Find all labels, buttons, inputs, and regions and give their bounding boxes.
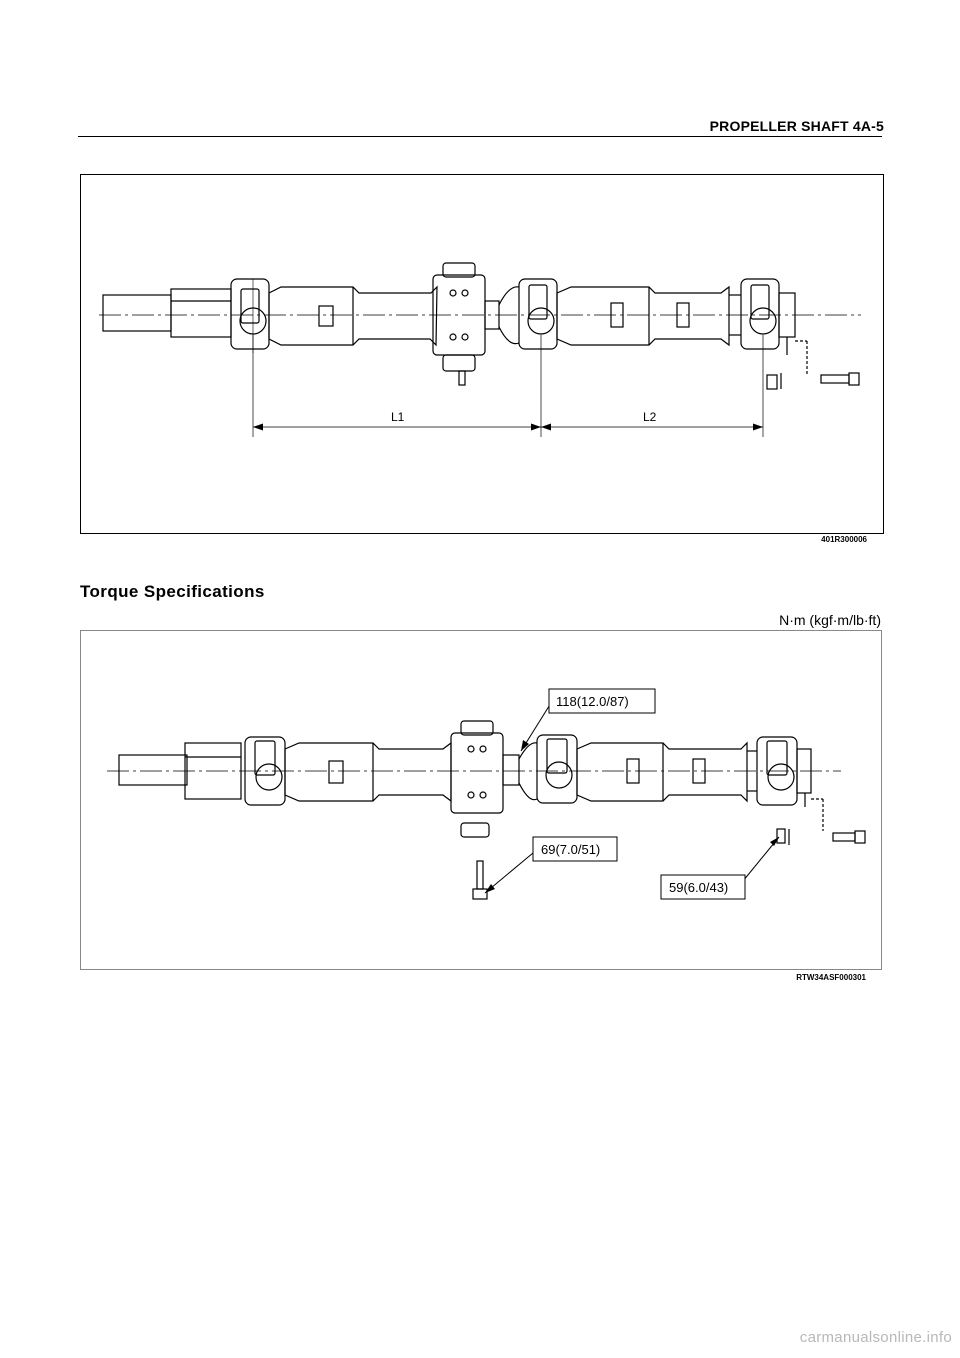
header-rule	[78, 136, 882, 137]
page-header: PROPELLER SHAFT 4A-5	[709, 118, 884, 134]
propeller-shaft-length-diagram: L1 L2	[80, 174, 884, 534]
figure2-code: RTW34ASF000301	[796, 973, 866, 982]
callout-bearing-bolt-torque: 69(7.0/51)	[541, 842, 600, 857]
watermark: carmanualsonline.info	[799, 1329, 952, 1346]
figure1-code: 401R300006	[821, 535, 867, 544]
section-title: Torque Specifications	[80, 582, 265, 601]
callout-rear-flange-torque: 59(6.0/43)	[669, 880, 728, 895]
dimension-l2-label: L2	[643, 410, 657, 424]
callout-center-yoke-torque: 118(12.0/87)	[556, 694, 629, 709]
units-label: N·m (kgf·m/lb·ft)	[779, 612, 881, 628]
dimension-l1-label: L1	[391, 410, 405, 424]
propeller-shaft-torque-diagram: 118(12.0/87) 69(7.0/51) 59(6.0/43)	[80, 630, 882, 970]
